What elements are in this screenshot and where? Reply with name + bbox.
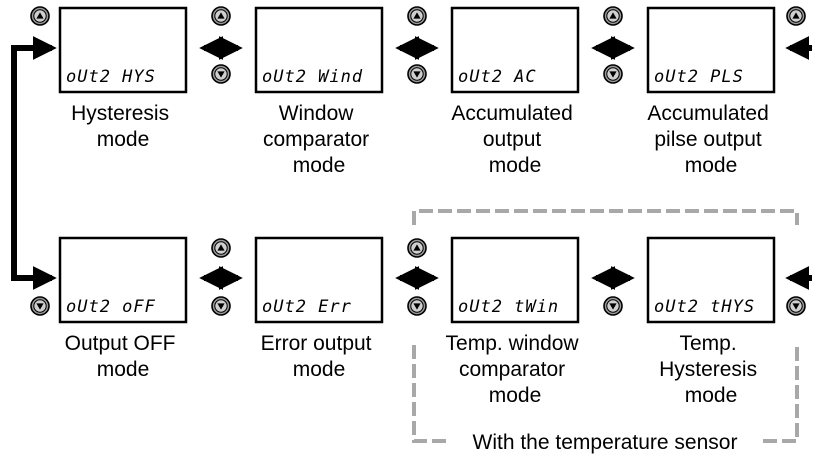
lcd-display-text: oUt2 Err: [262, 297, 352, 317]
up-triangle-icon: [407, 238, 427, 258]
lcd-display: [450, 236, 580, 324]
down-triangle-icon: [603, 64, 623, 84]
down-triangle-icon: [407, 64, 427, 84]
lcd-display: [254, 236, 384, 324]
mode-caption: Temp. window comparator mode: [446, 332, 585, 407]
mode-accumulated-pulse-output: oUt2 PLS Accumulated pilse output mode: [646, 6, 776, 177]
up-triangle-icon: [30, 6, 50, 26]
mode-hysteresis: oUt2 HYS Hysteresis mode: [58, 6, 188, 151]
down-triangle-icon: [30, 296, 50, 316]
lcd-display: [646, 6, 776, 94]
lcd-display-text: oUt2 AC: [458, 67, 537, 87]
up-triangle-icon: [211, 6, 231, 26]
mode-caption: Accumulated output mode: [451, 102, 578, 177]
mode-temp-hysteresis: oUt2 tHYS Temp. Hysteresis mode: [646, 236, 776, 407]
up-triangle-icon: [211, 238, 231, 258]
down-triangle-icon: [786, 296, 806, 316]
down-triangle-icon: [211, 296, 231, 316]
lcd-display: [58, 6, 188, 94]
lcd-display-text: oUt2 PLS: [654, 67, 744, 87]
temperature-sensor-label: With the temperature sensor: [473, 431, 738, 454]
mode-temp-window-comparator: oUt2 tWin Temp. window comparator mode: [446, 236, 585, 407]
down-triangle-icon: [407, 296, 427, 316]
lcd-display: [254, 6, 384, 94]
mode-caption: Error output mode: [261, 332, 378, 381]
up-triangle-icon: [407, 6, 427, 26]
lcd-display: [646, 236, 776, 324]
mode-caption: Output OFF mode: [65, 332, 182, 381]
mode-caption: Temp. Hysteresis mode: [659, 332, 763, 407]
lcd-display-text: oUt2 tWin: [458, 297, 559, 317]
up-triangle-icon: [786, 6, 806, 26]
mode-accumulated-output: oUt2 AC Accumulated output mode: [450, 6, 580, 177]
left-loop-arrow: [11, 36, 57, 290]
mode-window-comparator: oUt2 Wind Window comparator mode: [254, 6, 384, 177]
mode-error-output: oUt2 Err Error output mode: [254, 236, 384, 381]
right-loop-arrow: [785, 36, 812, 290]
mode-caption: Window comparator mode: [263, 102, 375, 177]
transition-arrows: [199, 36, 635, 290]
lcd-display: [58, 236, 188, 324]
up-triangle-icon: [603, 6, 623, 26]
mode-caption: Hysteresis mode: [71, 102, 175, 151]
temperature-sensor-bracket: [412, 209, 799, 443]
lcd-display-text: oUt2 Wind: [262, 67, 363, 87]
mode-caption: Accumulated pilse output mode: [647, 102, 774, 177]
lcd-display-text: oUt2 HYS: [66, 67, 156, 87]
down-triangle-icon: [211, 64, 231, 84]
down-triangle-icon: [603, 296, 623, 316]
lcd-display-text: oUt2 tHYS: [654, 297, 755, 317]
mode-output-off: oUt2 oFF Output OFF mode: [58, 236, 188, 381]
lcd-display: [450, 6, 580, 94]
lcd-display-text: oUt2 oFF: [66, 297, 156, 317]
